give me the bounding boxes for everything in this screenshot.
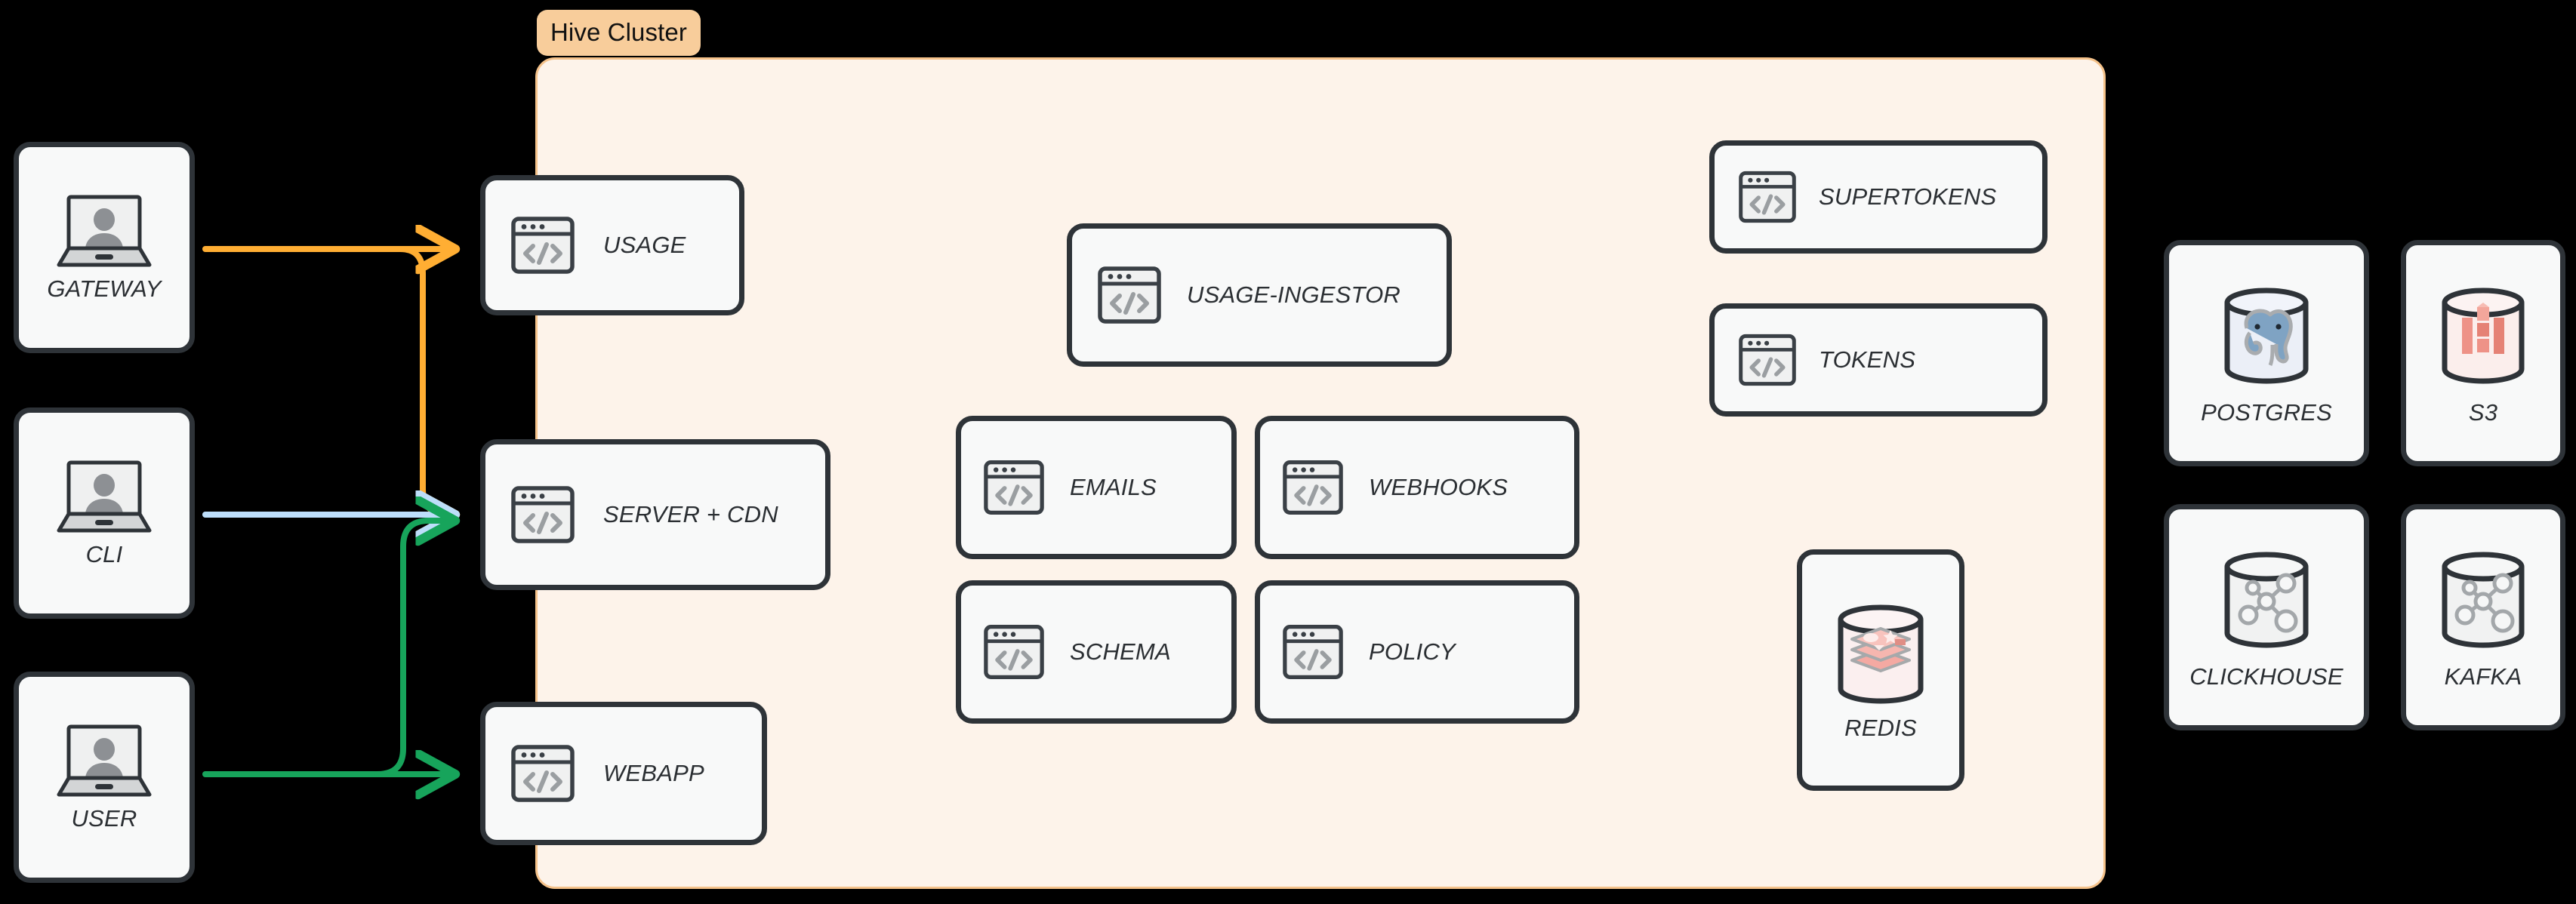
code-window-icon xyxy=(1098,263,1161,327)
client-label: USER xyxy=(71,805,137,832)
datastore-node-redis[interactable]: REDIS xyxy=(1797,549,1964,791)
service-node-schema[interactable]: SCHEMA xyxy=(956,580,1237,724)
service-label: SERVER + CDN xyxy=(603,501,778,527)
code-window-icon xyxy=(1283,622,1343,682)
code-window-icon xyxy=(511,214,575,277)
service-node-webhooks[interactable]: WEBHOOKS xyxy=(1255,416,1579,559)
redis-cylinder-icon xyxy=(1832,598,1930,710)
client-node-gateway[interactable]: GATEWAY xyxy=(14,142,195,353)
service-label: TOKENS xyxy=(1819,346,1916,373)
code-window-icon xyxy=(984,622,1044,682)
service-node-supertokens[interactable]: SUPERTOKENS xyxy=(1709,140,2048,254)
laptop-user-icon xyxy=(54,192,154,271)
clickhouse-cylinder-icon xyxy=(2214,544,2319,659)
service-node-webapp[interactable]: WEBAPP xyxy=(480,702,767,845)
service-node-tokens[interactable]: TOKENS xyxy=(1709,303,2048,417)
service-node-emails[interactable]: EMAILS xyxy=(956,416,1237,559)
connection-gateway-to-server-cdn xyxy=(397,246,453,515)
datastore-node-s3[interactable]: S3 xyxy=(2401,240,2565,466)
service-label: SCHEMA xyxy=(1070,638,1171,665)
laptop-user-icon xyxy=(54,458,154,537)
kafka-cylinder-icon xyxy=(2434,544,2532,659)
datastore-label: KAFKA xyxy=(2444,663,2522,690)
laptop-user-icon xyxy=(54,722,154,801)
datastore-label: S3 xyxy=(2468,399,2498,426)
client-node-cli[interactable]: CLI xyxy=(14,407,195,619)
hive-cluster-tag: Hive Cluster xyxy=(537,10,701,56)
service-label: WEBAPP xyxy=(603,760,704,786)
service-label: USAGE xyxy=(603,232,686,258)
datastore-node-postgres[interactable]: POSTGRES xyxy=(2164,240,2369,466)
s3-cylinder-icon xyxy=(2434,280,2532,395)
service-node-policy[interactable]: POLICY xyxy=(1255,580,1579,724)
postgres-cylinder-icon xyxy=(2214,280,2319,395)
datastore-label: CLICKHOUSE xyxy=(2189,663,2343,690)
code-window-icon xyxy=(984,457,1044,518)
code-window-icon xyxy=(511,483,575,546)
service-label: SUPERTOKENS xyxy=(1819,183,1997,210)
datastore-node-kafka[interactable]: KAFKA xyxy=(2401,504,2565,730)
datastore-node-clickhouse[interactable]: CLICKHOUSE xyxy=(2164,504,2369,730)
connection-user-to-server-cdn xyxy=(374,521,453,777)
service-node-usage[interactable]: USAGE xyxy=(480,175,744,315)
service-node-server-cdn[interactable]: SERVER + CDN xyxy=(480,439,830,590)
service-label: POLICY xyxy=(1369,638,1456,665)
code-window-icon xyxy=(1283,457,1343,518)
service-node-usage-ingestor[interactable]: USAGE-INGESTOR xyxy=(1067,223,1452,367)
client-label: CLI xyxy=(85,541,123,567)
client-label: GATEWAY xyxy=(47,275,162,302)
code-window-icon xyxy=(1739,168,1796,226)
service-label: WEBHOOKS xyxy=(1369,474,1508,500)
service-label: EMAILS xyxy=(1070,474,1157,500)
code-window-icon xyxy=(511,742,575,805)
code-window-icon xyxy=(1739,331,1796,389)
client-node-user[interactable]: USER xyxy=(14,672,195,883)
service-label: USAGE-INGESTOR xyxy=(1187,281,1400,308)
datastore-label: POSTGRES xyxy=(2201,399,2332,426)
datastore-label: REDIS xyxy=(1844,715,1917,741)
